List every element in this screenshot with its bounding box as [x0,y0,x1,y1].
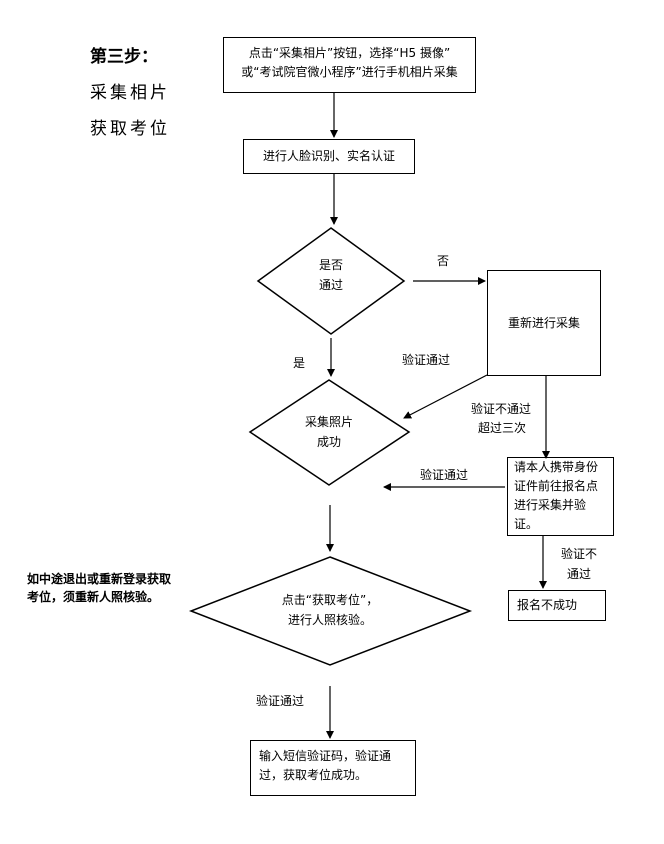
face-recognition-label: 进行人脸识别、实名认证 [262,149,395,163]
edge-label-verify-fail-line-1: 验证不 [561,547,598,561]
in-person-box: 请本人携带身份 证件前往报名点 进行采集并验 证。 [507,457,614,536]
edge-label-no: 否 [437,254,450,268]
side-note-line-2: 考位，须重新人照核验。 [27,590,160,604]
start-box-line-2: 或“考试院官微小程序”进行手机相片采集 [241,65,458,79]
edge-label-verify-pass-2: 验证通过 [420,468,469,482]
in-person-line-2: 证件前往报名点 [514,479,599,493]
side-note: 如中途退出或重新登录获取 考位，须重新人照核验。 [27,570,171,606]
pass-decision-line-1: 是否 [318,258,343,272]
sms-line-2: 过，获取考位成功。 [259,768,368,782]
pass-decision-line-2: 通过 [318,278,343,292]
arrow-recollect-to-photo [403,374,488,419]
recollect-box: 重新进行采集 [487,270,601,376]
step-heading: 第三步： [90,47,158,67]
decision-diamond-seat [188,556,473,666]
side-note-line-1: 如中途退出或重新登录获取 [27,572,172,586]
step-subtitle-1: 采集相片 [90,83,170,103]
decision-diamond-photo [248,379,411,486]
edge-label-verify-fail: 验证不 通过 [561,544,597,584]
seat-decision-line-1: 点击“获取考位”， [281,593,379,607]
seat-decision-label: 点击“获取考位”， 进行人照核验。 [250,590,410,630]
seat-decision-line-2: 进行人照核验。 [287,613,372,627]
edge-label-verify-pass-3: 验证通过 [256,694,305,708]
photo-decision-line-1: 采集照片 [304,415,353,429]
photo-decision-line-2: 成功 [316,435,341,449]
edge-label-yes: 是 [293,356,306,370]
decision-diamond-pass [256,227,406,335]
fail-box: 报名不成功 [508,590,606,621]
edge-label-verify-fail-3-line-1: 验证不通过 [471,402,532,416]
start-box-line-1: 点击“采集相片”按钮，选择“H5 摄像” [248,46,451,60]
edge-label-verify-fail-3: 验证不通过 超过三次 [471,400,531,438]
edge-label-verify-fail-line-2: 通过 [567,567,592,581]
face-recognition-box: 进行人脸识别、实名认证 [243,139,415,174]
photo-decision-label: 采集照片 成功 [289,412,369,452]
in-person-line-3: 进行采集并验 [514,498,587,512]
edge-label-verify-pass-1: 验证通过 [402,353,451,367]
in-person-line-4: 证。 [514,517,539,531]
start-box: 点击“采集相片”按钮，选择“H5 摄像” 或“考试院官微小程序”进行手机相片采集 [223,37,476,93]
fail-label: 报名不成功 [517,598,578,612]
recollect-label: 重新进行采集 [507,316,580,330]
step-subtitle-2: 获取考位 [90,119,170,139]
sms-line-1: 输入短信验证码，验证通 [259,749,392,763]
pass-decision-label: 是否 通过 [301,255,361,295]
sms-box: 输入短信验证码，验证通 过，获取考位成功。 [250,740,416,796]
edge-label-verify-fail-3-line-2: 超过三次 [478,421,527,435]
in-person-line-1: 请本人携带身份 [514,460,599,474]
